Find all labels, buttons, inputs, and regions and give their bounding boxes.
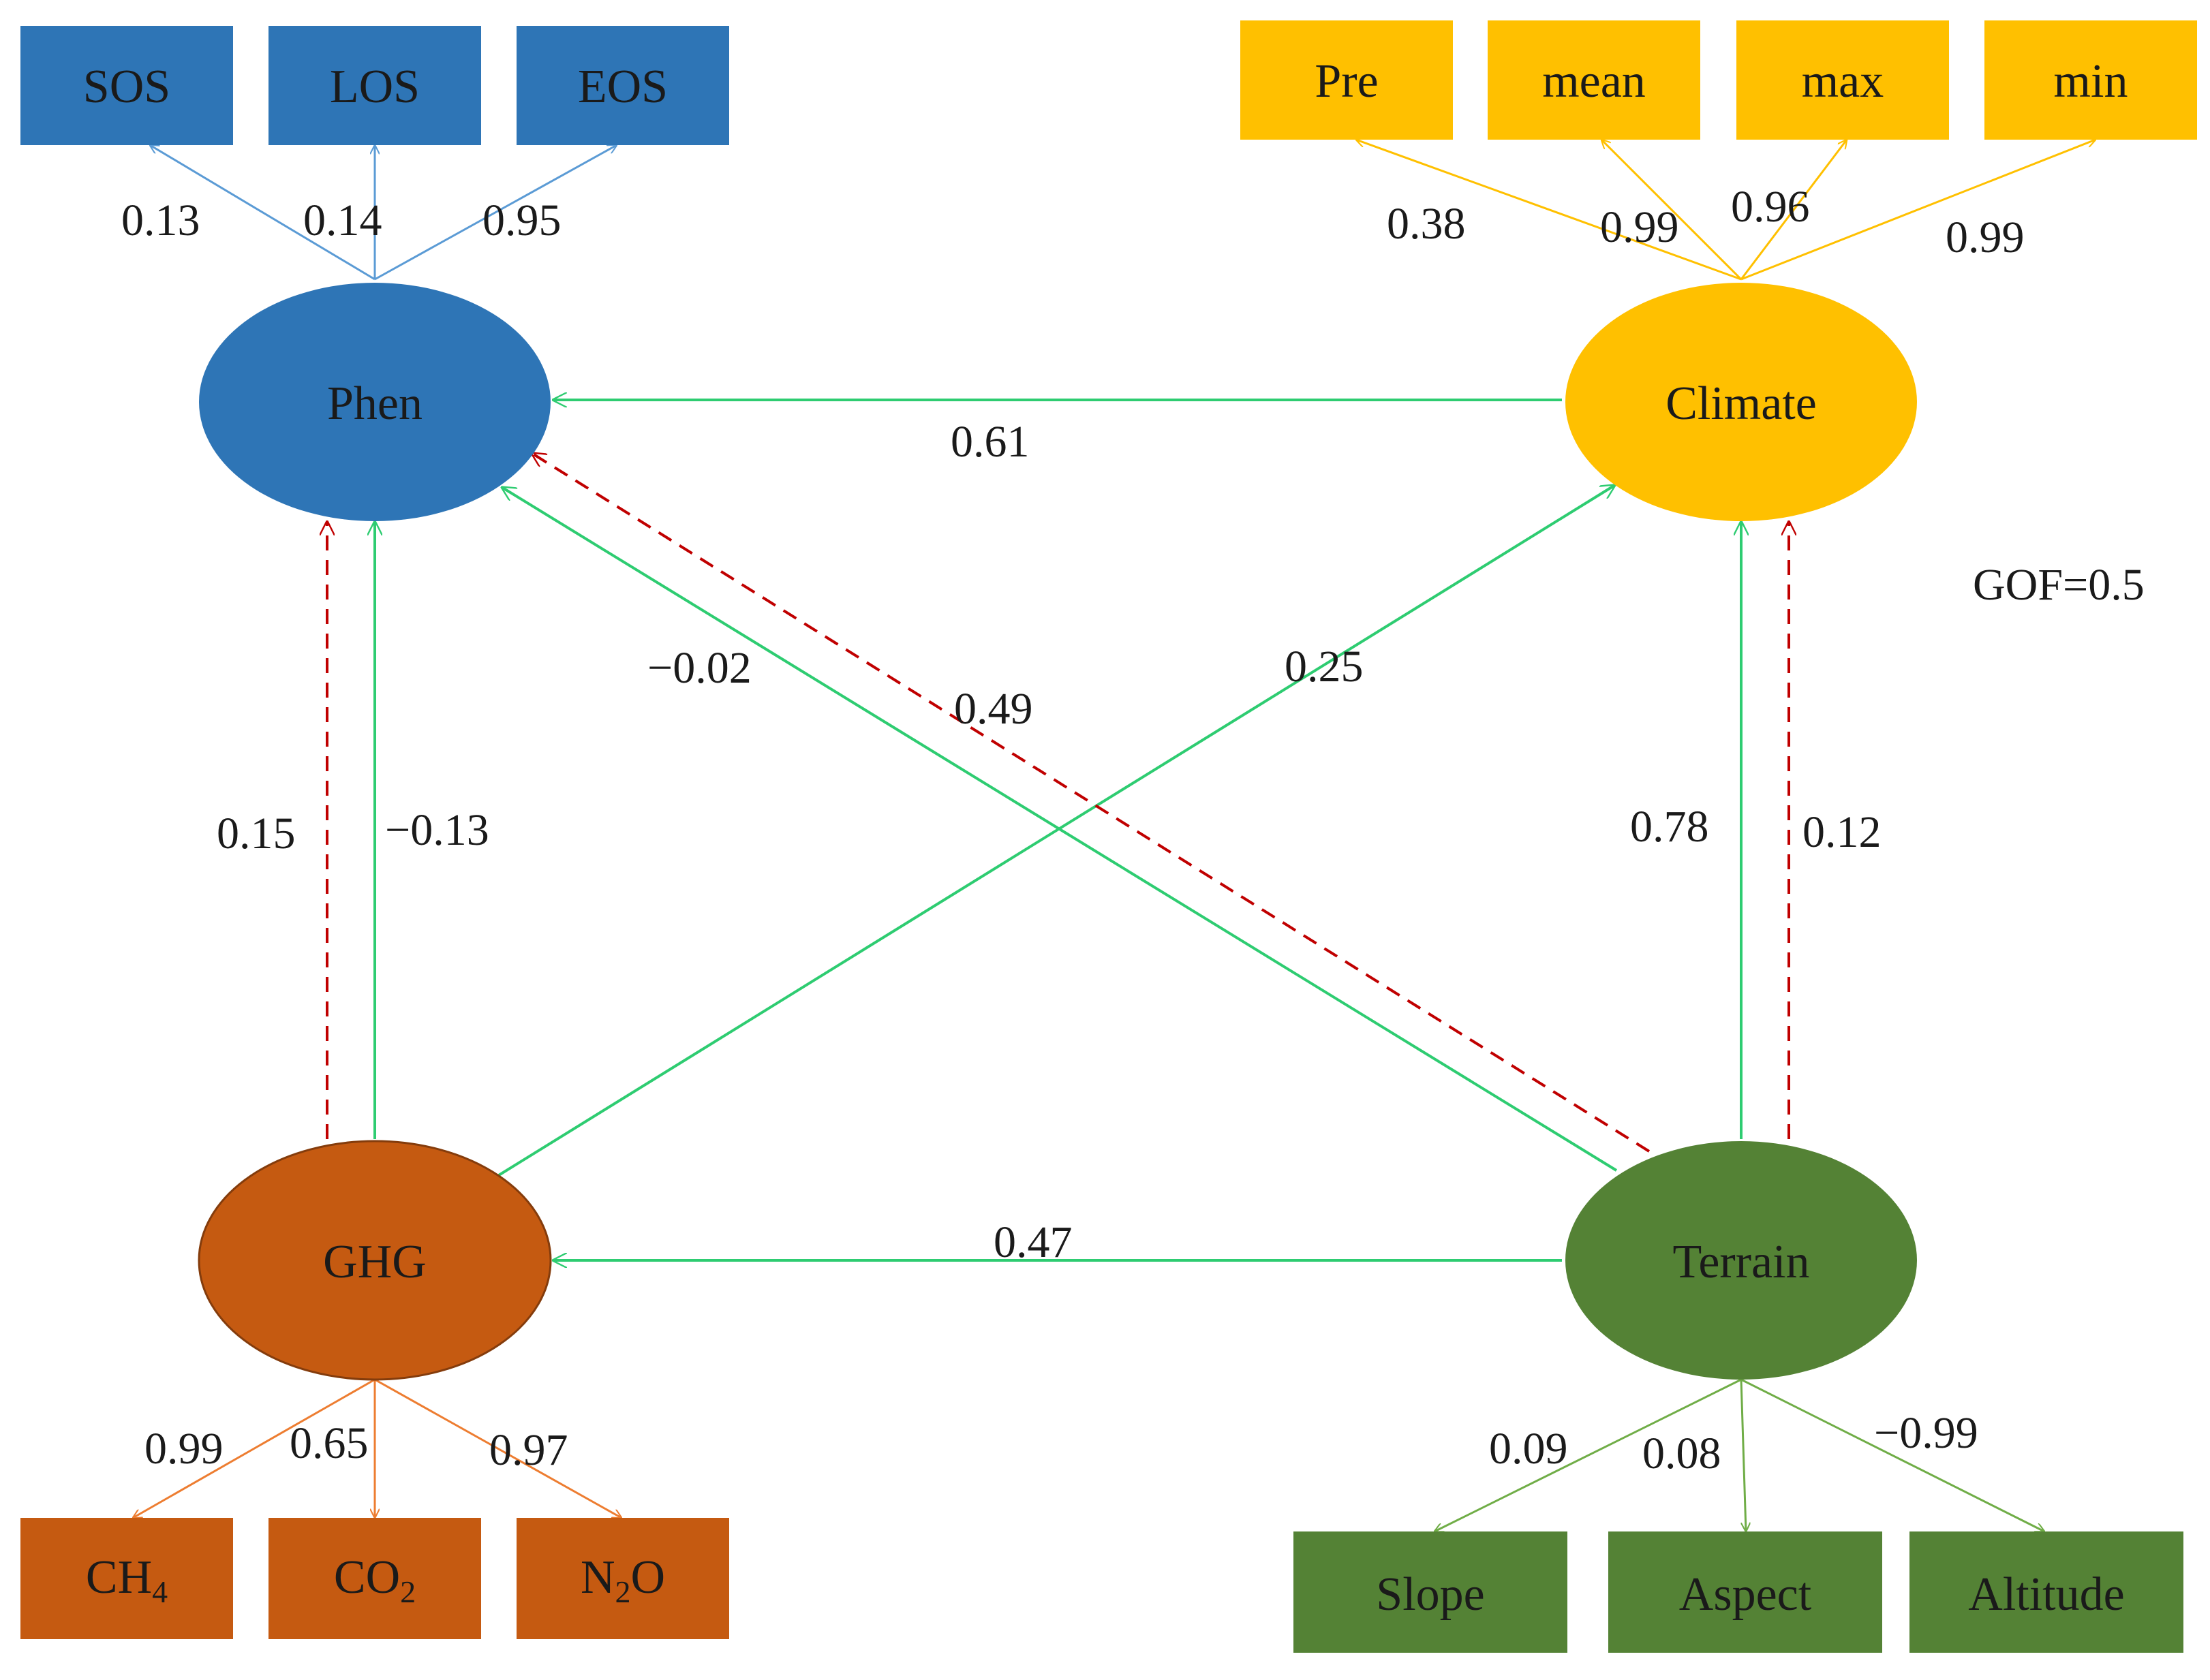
indicator-min: min <box>1984 20 2197 140</box>
indicator-pre-label: Pre <box>1315 55 1378 108</box>
indicator-slope-label: Slope <box>1376 1568 1484 1621</box>
loading-arrow-ch4 <box>133 1378 375 1518</box>
coef-terrain-to-ghg: 0.47 <box>994 1217 1073 1267</box>
indicator-eos: EOS <box>517 26 729 145</box>
loading-max: 0.96 <box>1731 182 1810 232</box>
indicator-altitude: Altitude <box>1909 1531 2183 1653</box>
coef-terrain-to-phen-indirect: 0.49 <box>954 684 1033 734</box>
loading-arrow-min <box>1740 140 2096 281</box>
coef-climate-to-phen: 0.61 <box>951 417 1030 467</box>
loading-n2o: 0.97 <box>489 1425 568 1475</box>
indicator-los-label: LOS <box>330 61 420 113</box>
loading-sos: 0.13 <box>121 196 200 245</box>
path-terrain-to-phen <box>502 487 1618 1172</box>
latent-terrain: Terrain <box>1565 1141 1917 1380</box>
indirect-terrain-to-phen <box>532 453 1651 1153</box>
latent-phen-label: Phen <box>327 377 423 430</box>
indicator-aspect-label: Aspect <box>1679 1568 1812 1621</box>
indicator-n2o-label: N2O <box>581 1551 665 1609</box>
loading-arrow-n2o <box>374 1378 621 1518</box>
loading-co2: 0.65 <box>290 1418 369 1468</box>
latent-ghg: GHG <box>198 1140 552 1381</box>
loading-ch4: 0.99 <box>144 1424 224 1474</box>
indicator-los: LOS <box>268 26 481 145</box>
loading-arrow-pre <box>1356 140 1742 281</box>
loading-arrow-sos <box>150 145 375 281</box>
latent-phen: Phen <box>199 283 551 521</box>
loading-arrow-altitude <box>1740 1378 2044 1531</box>
indicator-eos-label: EOS <box>578 61 668 113</box>
indicator-co2-label: CO2 <box>334 1551 416 1609</box>
latent-climate: Climate <box>1565 283 1917 521</box>
indicator-sos: SOS <box>20 26 233 145</box>
indicator-sos-label: SOS <box>83 61 170 113</box>
indicator-mean: mean <box>1488 20 1700 140</box>
indicator-ch4-label: CH4 <box>86 1551 168 1609</box>
indicator-ch4: CH4 <box>20 1518 233 1639</box>
coef-ghg-to-phen-indirect: 0.15 <box>217 809 296 858</box>
indicator-pre: Pre <box>1240 20 1453 140</box>
loading-arrow-slope <box>1434 1378 1742 1531</box>
loading-altitude: −0.99 <box>1874 1408 1978 1458</box>
gof-label: GOF=0.5 <box>1973 560 2145 610</box>
indicator-n2o: N2O <box>517 1518 729 1639</box>
indicator-co2: CO2 <box>268 1518 481 1639</box>
coef-terrain-to-phen: −0.02 <box>647 643 752 693</box>
coef-terrain-to-climate-indirect: 0.12 <box>1802 807 1882 857</box>
loading-arrow-mean <box>1601 140 1743 281</box>
indicator-max-label: max <box>1802 55 1884 108</box>
indicator-aspect: Aspect <box>1608 1531 1882 1653</box>
indicator-min-label: min <box>2054 55 2128 108</box>
indicator-slope: Slope <box>1293 1531 1567 1653</box>
latent-ghg-label: GHG <box>323 1236 427 1288</box>
loading-los: 0.14 <box>303 196 382 245</box>
coef-terrain-to-climate: 0.78 <box>1630 802 1709 852</box>
loading-slope: 0.09 <box>1489 1424 1568 1474</box>
coef-ghg-to-phen: −0.13 <box>385 805 489 855</box>
loading-mean: 0.99 <box>1600 202 1679 252</box>
indicator-mean-label: mean <box>1542 55 1646 108</box>
coef-ghg-to-climate: 0.25 <box>1285 642 1364 691</box>
loading-arrow-aspect <box>1740 1379 1746 1531</box>
loading-arrow-eos <box>374 145 617 281</box>
latent-climate-label: Climate <box>1666 377 1817 430</box>
loading-arrow-max <box>1740 140 1847 280</box>
indicator-altitude-label: Altitude <box>1968 1568 2124 1621</box>
indicator-max: max <box>1736 20 1949 140</box>
loading-aspect: 0.08 <box>1642 1429 1721 1478</box>
loading-pre: 0.38 <box>1387 199 1466 249</box>
loading-min: 0.99 <box>1946 213 2025 262</box>
latent-terrain-label: Terrain <box>1672 1236 1809 1288</box>
path-ghg-to-climate <box>497 485 1615 1177</box>
loading-eos: 0.95 <box>482 196 562 245</box>
